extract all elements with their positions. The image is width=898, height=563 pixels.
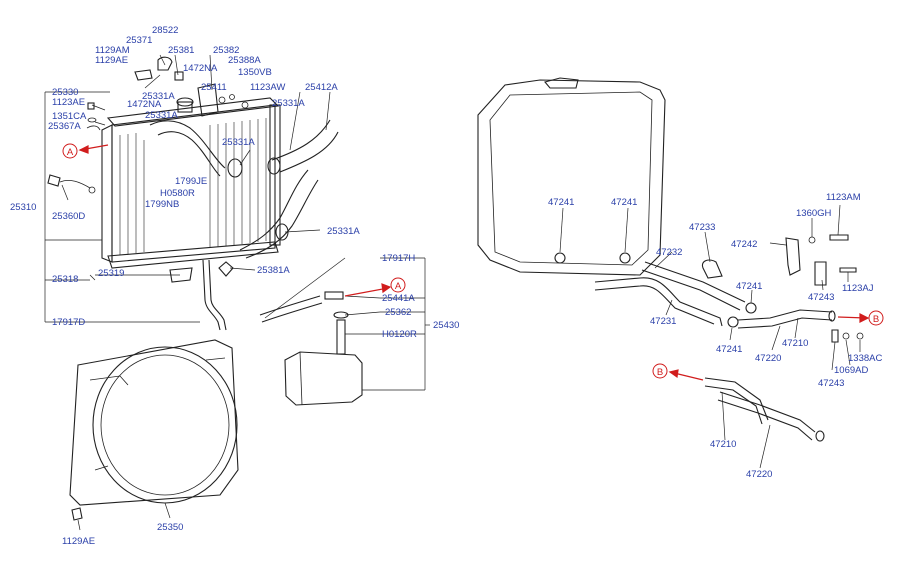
label-25367A: 25367A [48,121,81,132]
label-25430: 25430 [433,320,459,331]
reference-a-right: A [344,277,406,297]
label-1350VB: 1350VB [238,67,272,78]
label-25331A-d: 25331A [222,137,255,148]
label-25318: 25318 [52,274,78,285]
label-1351CA: 1351CA [52,111,87,122]
label-25412A: 25412A [305,82,338,93]
label-1472NA-a: 1472NA [183,63,218,74]
label-47233: 47233 [689,222,715,233]
label-1129AM: 1129AM [95,45,130,56]
label-25388A: 25388A [228,55,261,66]
reservoir-tank [284,311,363,406]
label-25441A: 25441A [382,293,415,304]
label-47220-a: 47220 [755,353,781,364]
label-25411: 25411 [201,82,227,93]
label-25331A-a: 25331A [142,91,175,102]
lower-right-hardware [831,329,864,343]
reference-b-lower: B [652,363,704,381]
label-47231: 47231 [650,316,676,327]
label-25331A-e: 25331A [327,226,360,237]
label-1129AE-top: 1129AE [95,55,128,66]
radiator-fin-hatching [119,118,267,255]
reference-b-right: B [837,310,884,326]
upper-hose [149,120,243,178]
label-17917H: 17917H [382,253,415,264]
label-H0120R: H0120R [382,329,417,340]
label-1472NA-b: 1472NA [127,99,162,110]
label-47210-a: 47210 [782,338,808,349]
label-47241-c: 47241 [736,281,762,292]
label-1360GH: 1360GH [796,208,832,219]
label-1799NB: 1799NB [145,199,179,210]
label-25331A-c: 25331A [145,110,178,121]
label-17917D: 17917D [52,317,85,328]
cooler-pipe-47232 [641,261,746,311]
label-47243-a: 47243 [808,292,834,303]
label-47243-b: 47243 [818,378,844,389]
radiator-cap [176,97,194,113]
drain-hardware [169,261,234,283]
temperature-sensor [47,174,96,194]
radiator-hose-25412A [267,119,339,175]
label-1123AW: 1123AW [250,82,285,93]
label-1123AE: 1123AE [52,97,85,108]
label-47232: 47232 [656,247,682,258]
label-25381A: 25381A [257,265,290,276]
fan-shroud [69,339,239,506]
reference-a-left: A [62,143,109,159]
detail-pipe-47210 [704,377,769,425]
overflow-hose-small [202,259,227,331]
label-47241-b: 47241 [611,197,637,208]
label-H0580R: H0580R [160,188,195,199]
radiator-core [101,97,281,269]
label-25360D: 25360D [52,211,85,222]
shroud-bolt [71,507,83,521]
reference-b-right-label: B [873,314,879,325]
label-25331A-b: 25331A [272,98,305,109]
part-labels: 28522 25371 1129AM 1129AE 25381 25382 25… [10,25,882,547]
detail-pipe-47220 [717,391,825,442]
label-25362: 25362 [385,307,411,318]
label-25319: 25319 [98,268,124,279]
label-25381: 25381 [168,45,194,56]
label-1129AE-bottom: 1129AE [62,536,95,547]
label-47242: 47242 [731,239,757,250]
reference-a-right-label: A [395,281,402,292]
label-47220-b: 47220 [746,469,772,480]
cooler-pipe-47231 [594,277,723,327]
top-bracket-hardware [134,56,249,117]
label-1123AJ: 1123AJ [842,283,874,294]
label-1123AM: 1123AM [826,192,861,203]
reference-b-lower-label: B [657,367,663,378]
label-25350: 25350 [157,522,183,533]
bracket-47242 [785,234,857,286]
label-47241-d: 47241 [716,344,742,355]
leader-lines [44,54,861,531]
label-47210-b: 47210 [710,439,736,450]
label-1799JE: 1799JE [175,176,207,187]
label-28522: 28522 [152,25,178,36]
label-25310: 25310 [10,202,36,213]
radiator-outline-right [477,77,666,276]
reference-a-left-label: A [67,147,74,158]
label-25371: 25371 [126,35,152,46]
label-25330: 25330 [52,87,78,98]
label-1069AD: 1069AD [834,365,868,376]
label-1338AC: 1338AC [848,353,882,364]
reservoir-hose [259,291,344,323]
cooler-pipe-47220 [737,309,836,329]
label-25382: 25382 [213,45,239,56]
label-47241-a: 47241 [548,197,574,208]
